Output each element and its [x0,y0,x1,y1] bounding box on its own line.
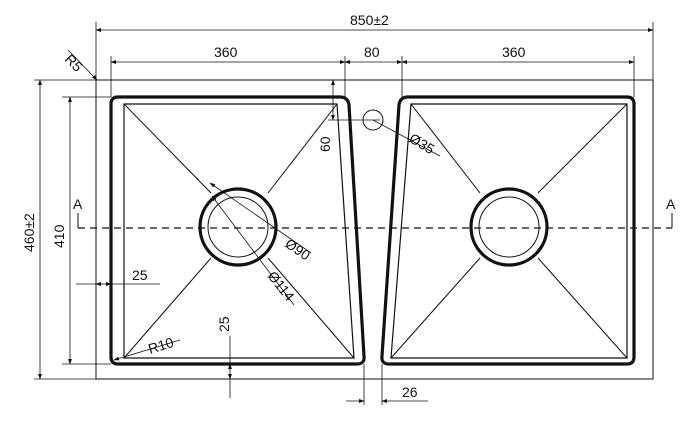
left-drain [198,187,278,267]
dim-divider-width: 80 [364,44,380,60]
dim-corner-radius-inner: R10 [146,334,175,357]
sink-outline [95,79,654,380]
left-bowl [109,95,366,366]
right-drain [469,187,549,267]
dim-tap-hole-offset: 60 [317,136,333,152]
dim-side-margin: 25 [132,267,148,283]
dim-left-bowl-width: 360 [214,44,238,60]
dim-overall-height: 460±2 [21,213,37,252]
dim-bowl-height: 410 [51,224,67,248]
dim-right-bowl-width: 360 [502,44,526,60]
dim-drain-inner-diameter: Ø90 [282,235,313,263]
dim-tap-hole-diameter: Ø35 [406,130,437,157]
section-mark-right: A [666,196,676,212]
section-mark-left: A [73,196,83,212]
dim-overall-width: 850±2 [350,12,389,28]
dim-divider-bottom: 26 [402,384,418,400]
right-bowl [380,95,636,366]
dim-corner-radius-outer: R5 [62,51,86,75]
dim-bottom-margin: 25 [216,316,232,332]
dim-drain-outer-diameter: Ø114 [265,268,298,304]
